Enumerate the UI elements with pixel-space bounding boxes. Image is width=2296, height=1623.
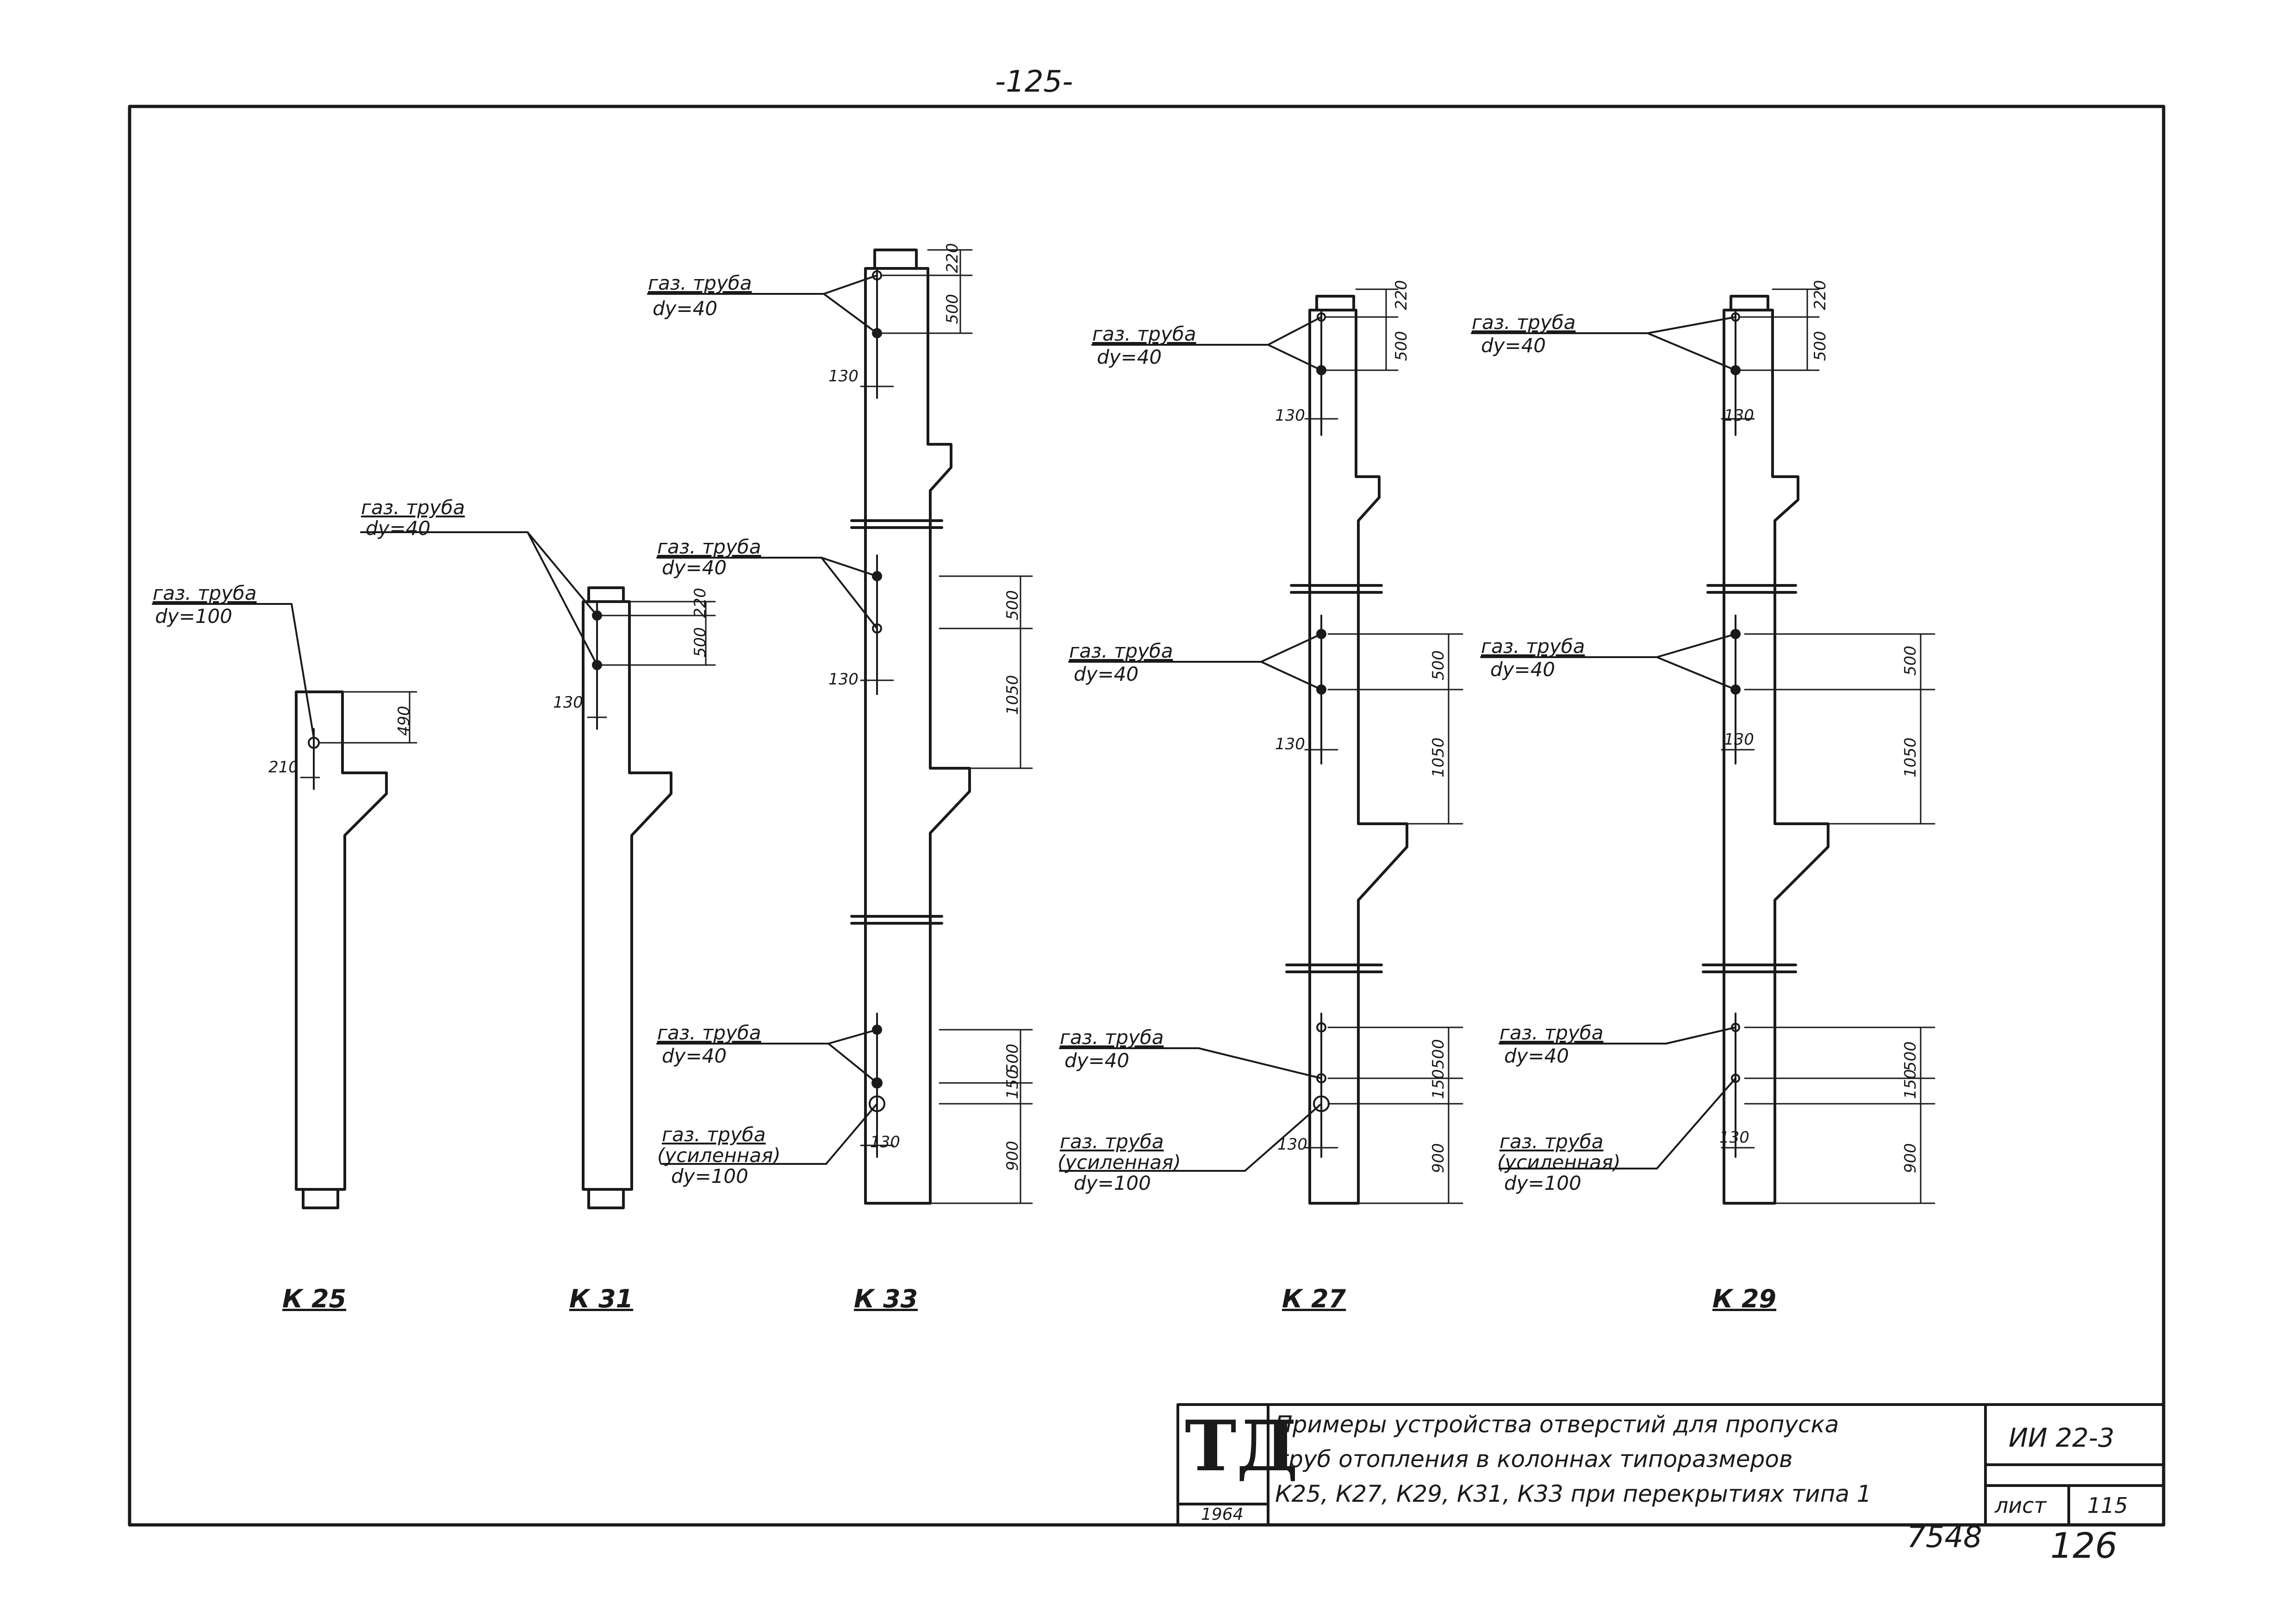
title-block-line-3: К25, К27, К29, К31, К33 при перекрытиях … [1275,1480,1872,1507]
title-block-year: 1964 [1201,1505,1244,1524]
k29-dim-130-top: 130 [1724,406,1754,425]
k25-pipe-size: dy=100 [155,605,232,628]
k27-dim-130-mid: 130 [1275,735,1305,753]
k29-pipe-3-size: dy=40 [1504,1045,1569,1067]
k33-dimensions [860,249,1033,1204]
k25-pipe-hole [152,603,320,790]
title-block-frame [1176,1403,2165,1526]
k33-pipe-1-size: dy=40 [653,297,718,320]
k33-pipe-3-size: dy=40 [662,1045,727,1067]
k29-dim-900: 900 [1901,1143,1920,1173]
k29-pipe-2-size: dy=40 [1490,658,1556,681]
k25-pipe-label: газ. труба [153,582,257,604]
title-block-sheet-number: 115 [2087,1493,2128,1518]
k33-dim-220: 220 [943,243,962,273]
k27-pipe-1-label: газ. труба [1092,323,1196,345]
k33-dim-130-mid: 130 [828,670,859,689]
k25-column-name: К 25 [282,1284,347,1313]
k31-dimensions [587,601,716,718]
k27-pipe-3-size: dy=40 [1064,1049,1130,1072]
k33-column-name: К 33 [854,1284,918,1313]
drawing-frame [128,105,2165,1527]
k33-pipe-2-size: dy=40 [662,556,727,579]
k33-pipe-2-label: газ. труба [657,535,761,558]
k29-dim-130-mid: 130 [1724,730,1754,749]
k31-pipe-holes [360,531,602,730]
k27-dim-500: 500 [1392,331,1411,361]
k27-pipe-1-size: dy=40 [1097,346,1162,368]
page-top-number: -125- [995,65,1073,99]
k29-pipe-4-label: газ. труба [1500,1130,1604,1153]
k27-dim-220: 220 [1392,280,1411,310]
k33-dim-900: 900 [1003,1141,1022,1171]
title-block-line-2: труб отопления в колоннах типоразмеров [1275,1446,1793,1473]
k29-dim-500-mid: 500 [1901,646,1920,676]
k29-pipe-4-size: dy=100 [1504,1172,1581,1194]
k33-dim-500: 500 [943,294,962,324]
k27-pipe-2-label: газ. труба [1069,640,1173,662]
k27-pipe-holes [1059,309,1330,1172]
bottom-number-left: 7548 [1907,1520,1982,1555]
k29-dim-150: 150 [1901,1069,1920,1099]
k29-pipe-2-label: газ. труба [1481,635,1585,658]
k27-dim-500-mid: 500 [1429,650,1448,680]
k29-dimensions [1721,288,1935,1204]
k31-dim-220: 220 [691,588,709,618]
k31-pipe-size: dy=40 [366,517,431,540]
k27-pipe-4-note: (усиленная) [1058,1151,1181,1174]
k29-column-name: К 29 [1712,1284,1777,1313]
title-block-line-1: Примеры устройства отверстий для пропуск… [1275,1411,1839,1438]
k33-dim-150: 150 [1003,1069,1022,1099]
k31-dim-130: 130 [553,693,583,712]
k31-pipe-label: газ. труба [361,496,465,519]
k27-pipe-3-label: газ. труба [1060,1026,1164,1049]
k27-dim-900: 900 [1429,1143,1448,1173]
k31-column-name: К 31 [569,1284,634,1313]
title-block-code: ИИ 22-3 [2009,1423,2115,1453]
k33-pipe-3-label: газ. труба [657,1021,761,1044]
k33-pipe-holes [647,267,885,1165]
k25-dimensions [300,691,417,778]
column-k33-outline [850,249,971,1205]
column-k25-outline [295,690,388,1209]
k27-dim-130-bot: 130 [1277,1135,1307,1154]
k29-pipe-4-note: (усиленная) [1497,1151,1621,1174]
column-k31-outline [582,586,672,1209]
k29-dim-500-bot: 500 [1901,1041,1920,1071]
k25-dim-490: 490 [395,706,413,736]
title-block-sheet-label: лист [1995,1493,2047,1518]
k29-pipe-3-label: газ. труба [1500,1021,1604,1044]
k29-pipe-1-label: газ. труба [1472,311,1576,334]
k29-pipe-holes [1471,309,1741,1169]
k29-dim-500: 500 [1811,331,1829,361]
k27-dim-150: 150 [1429,1069,1448,1099]
k27-pipe-4-label: газ. труба [1060,1130,1164,1153]
k27-pipe-4-size: dy=100 [1074,1172,1151,1194]
k27-dim-1050: 1050 [1429,737,1448,777]
k33-dim-500-mid: 500 [1003,590,1022,620]
k25-dim-210: 210 [268,758,299,777]
k33-pipe-1-label: газ. труба [648,272,752,294]
k29-pipe-1-size: dy=40 [1481,334,1546,357]
k27-dimensions [1304,288,1463,1204]
k27-dim-130-top: 130 [1275,406,1305,425]
title-block-logo: ТД [1185,1405,1298,1487]
k33-pipe-4-note: (усиленная) [657,1144,781,1167]
bottom-number-right: 126 [2050,1525,2118,1566]
k29-dim-1050: 1050 [1901,737,1920,777]
k27-pipe-2-size: dy=40 [1074,663,1139,685]
k33-dim-130-bot: 130 [870,1133,900,1151]
k29-dim-220: 220 [1811,280,1829,310]
k33-dim-130-top: 130 [828,367,859,386]
k33-pipe-4-size: dy=100 [671,1165,748,1188]
k33-pipe-4-label: газ. труба [662,1123,766,1146]
k33-dim-1050: 1050 [1003,675,1022,715]
k27-column-name: К 27 [1282,1284,1346,1313]
k27-dim-500-bot: 500 [1429,1039,1448,1069]
k29-dim-130-bot: 130 [1719,1128,1749,1147]
k31-dim-500: 500 [691,627,709,657]
